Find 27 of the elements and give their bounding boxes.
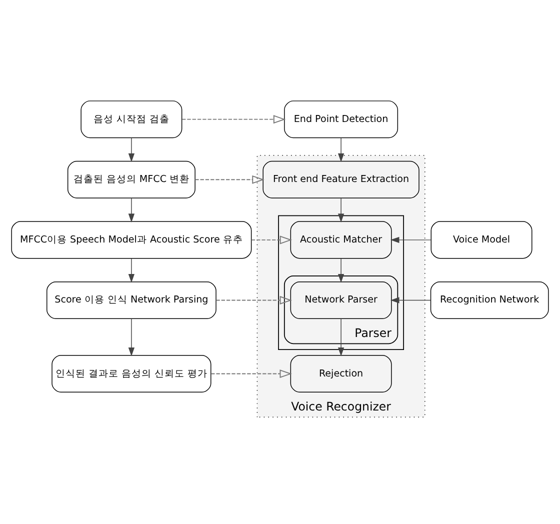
- node-box: 검출된 음성의 MFCC 변환: [67, 160, 196, 198]
- arrow: [210, 370, 292, 378]
- arrow: [128, 137, 135, 162]
- node-box: Acoustic Matcher: [290, 221, 392, 259]
- node-box: MFCC이용 Speech Model과 Acoustic Score 유추: [11, 221, 252, 259]
- node-box: Rejection: [290, 355, 392, 393]
- node-box: Voice Model: [430, 221, 532, 259]
- node-box: Network Parser: [290, 281, 392, 319]
- arrow: [338, 198, 344, 222]
- arrow: [128, 318, 135, 356]
- node-box: Front end Feature Extraction: [262, 160, 420, 198]
- arrow: [390, 236, 432, 244]
- arrow: [194, 175, 264, 184]
- arrow: [338, 137, 344, 162]
- node-box: 음성 시작점 검출: [80, 100, 182, 138]
- arrow: [390, 297, 431, 304]
- node-box: 인식된 결과로 음성의 신뢰도 평가: [52, 355, 212, 393]
- arrow: [216, 296, 292, 305]
- node-box: Recognition Network: [430, 281, 549, 319]
- node-box: End Point Detection: [284, 100, 398, 138]
- arrow: [182, 115, 286, 124]
- arrow: [128, 258, 135, 283]
- arrow: [338, 318, 344, 356]
- arrow: [338, 258, 344, 283]
- arrow: [250, 236, 292, 244]
- node-box: Score 이용 인식 Network Parsing: [46, 281, 216, 319]
- arrow: [128, 198, 135, 222]
